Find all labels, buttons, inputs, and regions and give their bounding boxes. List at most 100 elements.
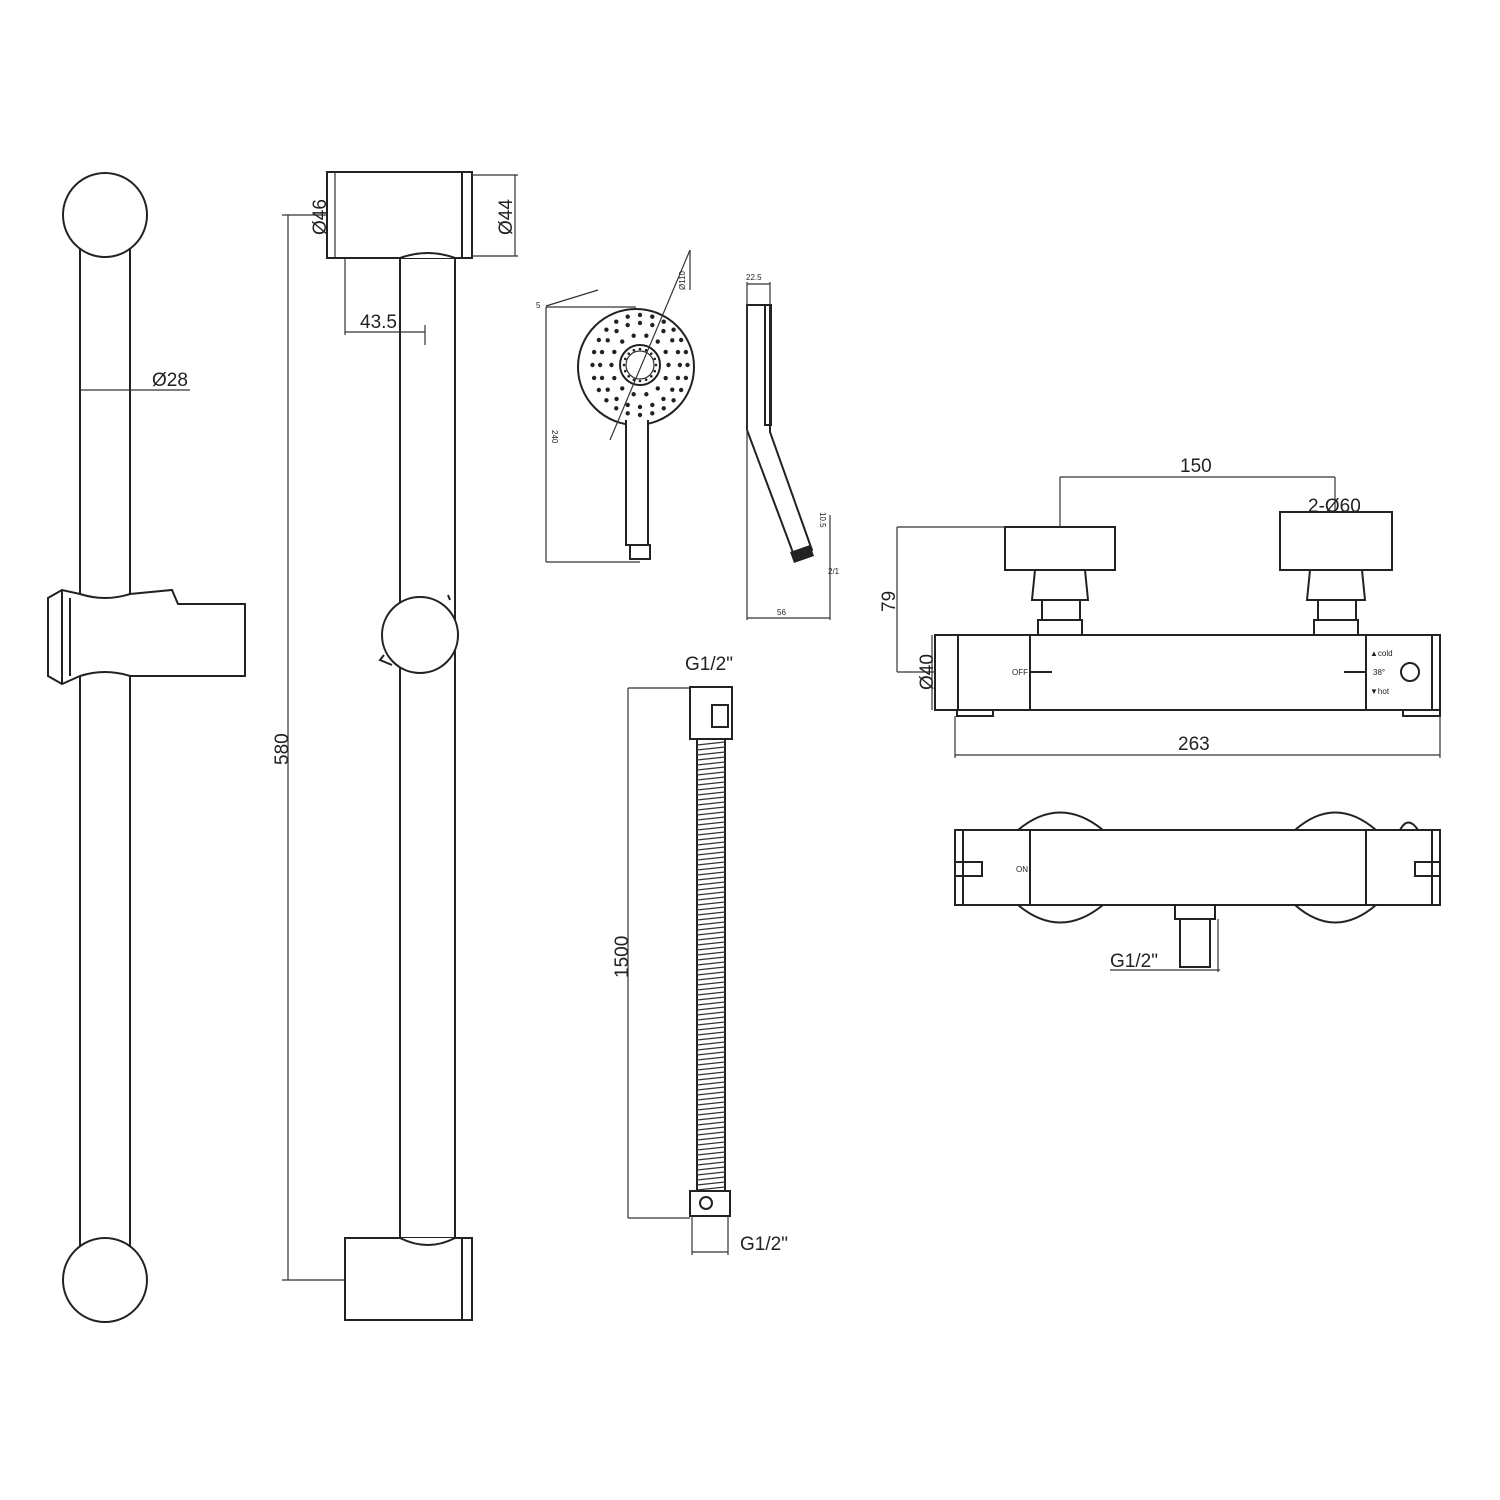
- hose-coil: [696, 1146, 726, 1151]
- spray-hole: [625, 411, 630, 416]
- spray-hole: [605, 387, 610, 392]
- hose-coil: [696, 1011, 726, 1016]
- hose-coil: [696, 921, 726, 926]
- hose-coil: [696, 1056, 726, 1061]
- spray-hole: [605, 338, 610, 343]
- spray-hole: [631, 392, 636, 397]
- hose-coil: [696, 1131, 726, 1136]
- slide-rail-side: 580 Ø46 Ø44 43.5: [272, 171, 518, 1321]
- spray-hole: [614, 406, 619, 411]
- hose-coil: [696, 966, 726, 971]
- hose-coil: [696, 766, 726, 771]
- spray-hole: [671, 327, 676, 332]
- hose-coil: [696, 1051, 726, 1056]
- spray-hole: [661, 406, 666, 411]
- head-diameter-label: Ø110: [678, 270, 687, 290]
- spray-hole: [663, 375, 668, 381]
- hose-coil: [696, 1046, 726, 1051]
- hose-coil: [696, 1181, 726, 1186]
- hose-coil: [696, 1076, 726, 1081]
- spray-hole: [625, 402, 630, 408]
- hose-coil: [696, 806, 726, 811]
- spray-hole: [644, 378, 648, 382]
- outlet-thread-label: 2/1: [828, 567, 840, 576]
- hose-coil: [696, 976, 726, 981]
- cold-label: ▲cold: [1370, 649, 1393, 658]
- hose-coil: [696, 991, 726, 996]
- hose-coil: [696, 751, 726, 756]
- spray-hole: [650, 411, 655, 416]
- hose-coil: [696, 1116, 726, 1121]
- hose-coil: [696, 846, 726, 851]
- hose-coil: [696, 1026, 726, 1031]
- spray-hole: [685, 362, 690, 368]
- spray-hole: [614, 319, 619, 324]
- hose-coil: [696, 746, 726, 751]
- spray-hole: [638, 379, 642, 383]
- spray-hole: [683, 349, 689, 355]
- length-label: 240: [550, 430, 559, 444]
- hose-coil: [696, 786, 726, 791]
- hose-coil: [696, 981, 726, 986]
- hose-coil: [696, 1126, 726, 1131]
- hose-coil: [696, 906, 726, 911]
- spray-hole: [670, 338, 675, 343]
- hose-coil: [696, 1101, 726, 1106]
- hose-coil: [696, 791, 726, 796]
- top-mark-label: 5: [536, 301, 541, 310]
- hose-coil: [696, 961, 726, 966]
- hose-coil: [696, 1071, 726, 1076]
- hose-coil: [696, 756, 726, 761]
- bracket-diameter-top-label: Ø46: [310, 199, 331, 235]
- shower-hose: 1500 G1/2" G1/2": [612, 654, 788, 1255]
- spray-hole: [677, 362, 683, 368]
- hose-coil: [696, 1006, 726, 1011]
- hose-coil: [696, 1161, 726, 1166]
- hose-coil: [696, 886, 726, 891]
- hose-coil: [696, 761, 726, 766]
- spray-hole: [653, 369, 657, 373]
- spray-hole: [596, 387, 602, 393]
- hose-coil: [696, 1096, 726, 1101]
- spray-hole: [675, 349, 681, 355]
- hose-coil: [696, 771, 726, 776]
- hose-coil: [696, 986, 726, 991]
- spray-hole: [655, 386, 660, 391]
- spray-hole: [655, 339, 660, 344]
- spray-hole: [623, 369, 627, 373]
- hose-coil: [696, 1016, 726, 1021]
- spray-hole: [675, 375, 681, 381]
- spray-hole: [661, 319, 666, 324]
- spray-hole: [650, 352, 653, 355]
- hose-coil: [696, 1111, 726, 1116]
- hose-coil: [696, 946, 726, 951]
- spray-hole: [653, 357, 657, 361]
- spray-hole: [661, 396, 666, 402]
- hose-coil: [696, 1031, 726, 1036]
- spray-hole: [666, 362, 671, 368]
- hose-coil: [696, 1081, 726, 1086]
- hose-coil: [696, 881, 726, 886]
- hose-coil: [696, 1021, 726, 1026]
- spray-hole: [609, 362, 614, 368]
- hose-coil: [696, 861, 726, 866]
- hose-coil: [696, 1066, 726, 1071]
- hose-coil: [696, 956, 726, 961]
- spray-hole: [620, 386, 625, 391]
- hose-coil: [696, 866, 726, 871]
- slide-rail-front: Ø28: [47, 172, 246, 1323]
- hose-coil: [696, 1091, 726, 1096]
- hose-coil: [696, 811, 726, 816]
- hose-coil: [696, 926, 726, 931]
- spray-hole: [599, 375, 605, 381]
- hose-coil: [696, 971, 726, 976]
- hand-shower-front: Ø110 5 240: [536, 249, 695, 563]
- hose-thread-top-label: G1/2": [685, 654, 733, 675]
- hose-coil: [696, 1136, 726, 1141]
- centres-label: 150: [1180, 456, 1212, 477]
- spray-hole: [654, 363, 658, 367]
- spray-hole: [678, 337, 684, 343]
- hose-coil: [696, 996, 726, 1001]
- bracket-offset-label: 43.5: [360, 312, 397, 333]
- hose-coil: [696, 891, 726, 896]
